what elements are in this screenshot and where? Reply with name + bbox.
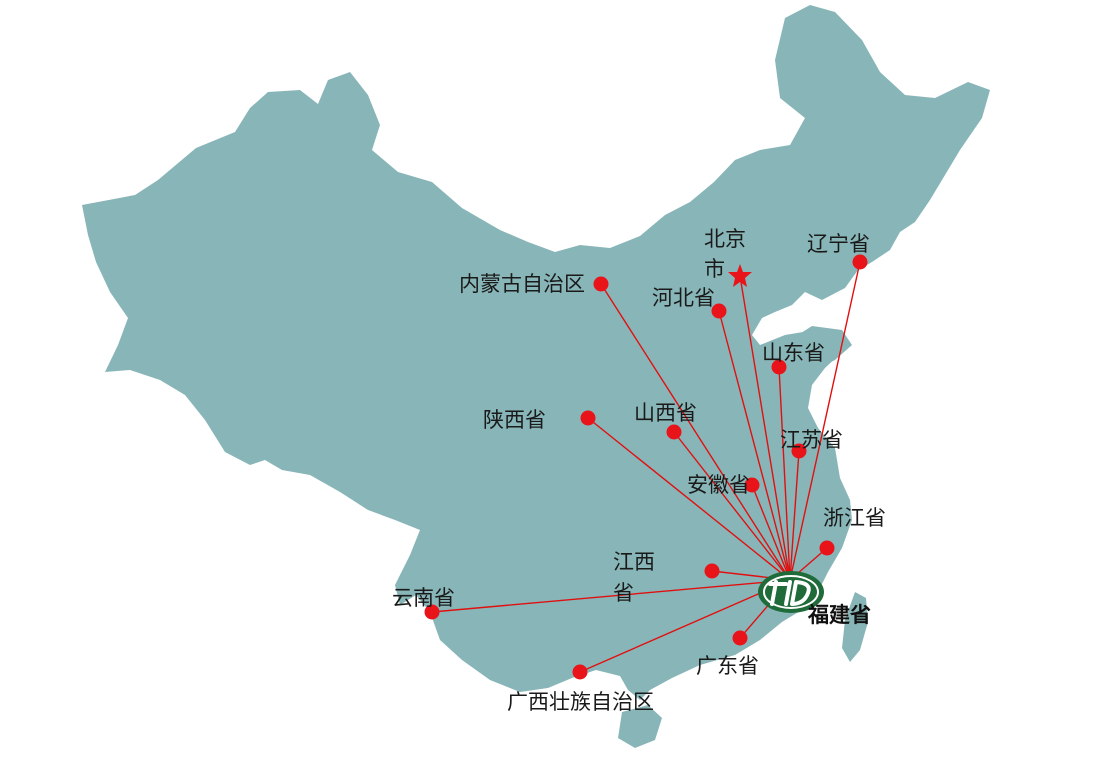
route-line-shaanxi [587, 417, 791, 581]
china-mainland-shape [82, 5, 990, 700]
label-guangdong: 广东省 [696, 654, 759, 678]
label-yunnan: 云南省 [392, 586, 455, 610]
route-line-anhui [751, 484, 791, 581]
route-line-neimenggu [600, 283, 791, 581]
marker-neimenggu [593, 276, 609, 292]
map-labels: 内蒙古自治区 河北省 辽宁省 山东省 陕西省 山西省 江苏省 安徽省 浙江省 江… [392, 227, 886, 714]
label-fujian-hub: 福建省 [807, 602, 871, 627]
marker-guangdong [732, 630, 748, 646]
marker-yunnan [424, 604, 440, 620]
label-beijing-line1: 北京 [704, 227, 746, 251]
taiwan-shape [842, 592, 868, 662]
route-line-beijing [739, 275, 791, 581]
map-land [82, 5, 990, 748]
hainan-shape [618, 705, 662, 748]
shandong-peninsula-shape [790, 326, 852, 370]
label-shandong: 山东省 [762, 341, 825, 365]
label-jiangxi-line2: 省 [613, 581, 634, 605]
marker-shaanxi [580, 410, 596, 426]
label-neimenggu: 内蒙古自治区 [459, 272, 585, 296]
marker-jiangxi [704, 563, 720, 579]
destination-markers [424, 254, 868, 680]
route-line-shandong [778, 366, 791, 581]
label-beijing-line2: 市 [704, 257, 725, 281]
company-logo [758, 571, 824, 613]
label-shaanxi: 陕西省 [483, 408, 546, 432]
route-line-hebei [718, 310, 791, 581]
label-zhejiang: 浙江省 [823, 506, 886, 530]
label-hebei: 河北省 [652, 286, 715, 310]
label-guangxi: 广西壮族自治区 [507, 690, 654, 714]
star-icon [728, 264, 752, 287]
marker-liaoning [852, 254, 868, 270]
route-line-yunnan [431, 579, 791, 613]
marker-zhejiang [819, 540, 835, 556]
marker-jiangsu [791, 443, 807, 459]
route-line-liaoning [789, 261, 861, 581]
marker-guangxi [572, 664, 588, 680]
marker-hebei [711, 303, 727, 319]
marker-shandong [771, 359, 787, 375]
route-line-shanxi [673, 431, 791, 581]
route-line-guangxi [579, 579, 791, 673]
label-jiangxi-line1: 江西 [613, 550, 655, 574]
label-liaoning: 辽宁省 [807, 232, 870, 256]
label-anhui: 安徽省 [687, 473, 750, 497]
marker-anhui [744, 477, 760, 493]
label-jiangsu: 江苏省 [780, 428, 843, 452]
route-line-jiangsu [789, 450, 800, 581]
marker-shanxi [666, 424, 682, 440]
label-shanxi: 山西省 [634, 401, 697, 425]
